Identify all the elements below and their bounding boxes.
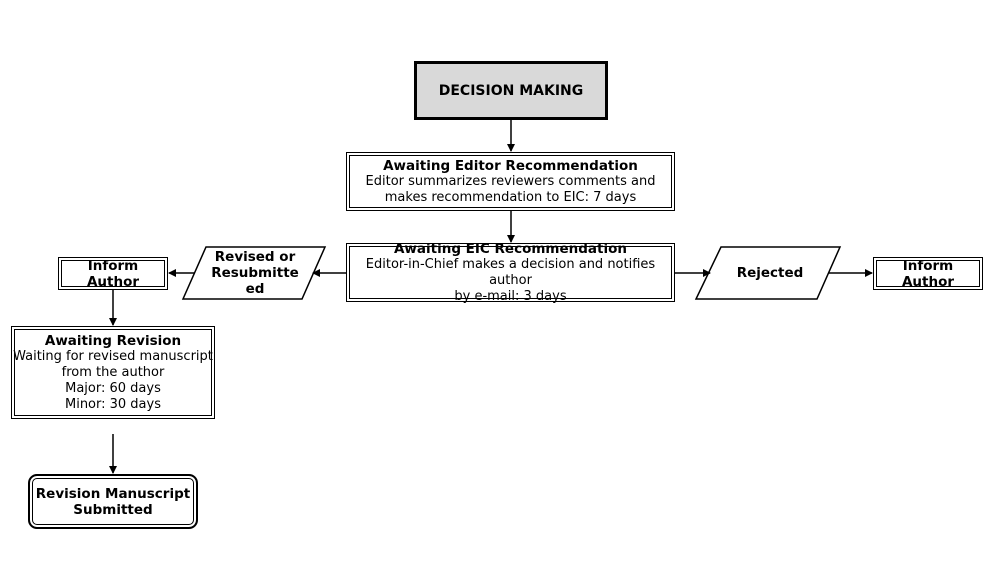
revised-line1: Revised or: [214, 249, 296, 265]
revised-line3: ed: [245, 281, 265, 297]
inform-author-left-box: Inform Author: [58, 257, 168, 290]
editor-box-line1: Editor summarizes reviewers comments and: [365, 173, 656, 189]
rejected-label: Rejected: [715, 248, 825, 298]
revised-or-resubmitted-label: Revised or Resubmitte ed: [200, 248, 310, 298]
revision-box-line2: from the author: [61, 364, 165, 380]
awaiting-editor-recommendation-box: Awaiting Editor Recommendation Editor su…: [346, 152, 675, 211]
revision-box-line3: Major: 60 days: [65, 380, 161, 396]
submitted-line2: Submitted: [73, 501, 153, 518]
awaiting-revision-box: Awaiting Revision Waiting for revised ma…: [11, 326, 215, 419]
revised-parallelogram: [181, 246, 327, 300]
eic-box-line1: Editor-in-Chief makes a decision and not…: [365, 256, 656, 288]
revision-box-line4: Minor: 30 days: [64, 396, 161, 412]
diagram-title: DECISION MAKING: [438, 82, 584, 99]
rejected-text: Rejected: [736, 265, 804, 281]
revision-manuscript-submitted-box: Revision Manuscript Submitted: [28, 474, 198, 529]
inform-right-line1: Inform: [902, 257, 954, 274]
rejected-parallelogram: [694, 246, 842, 300]
inform-left-line1: Inform: [87, 257, 139, 274]
editor-box-line2: makes recommendation to EIC: 7 days: [384, 189, 637, 205]
revision-box-heading: Awaiting Revision: [44, 332, 182, 349]
inform-right-line2: Author: [901, 273, 955, 290]
inform-author-right-box: Inform Author: [873, 257, 983, 290]
decision-making-title-box: DECISION MAKING: [414, 61, 608, 120]
editor-box-heading: Awaiting Editor Recommendation: [383, 157, 638, 174]
eic-box-heading: Awaiting EIC Recommendation: [393, 240, 628, 257]
revised-line2: Resubmitte: [211, 265, 299, 281]
submitted-line1: Revision Manuscript: [35, 485, 191, 502]
awaiting-eic-recommendation-box: Awaiting EIC Recommendation Editor-in-Ch…: [346, 240, 675, 304]
revision-box-line1: Waiting for revised manuscript: [13, 348, 213, 364]
inform-left-line2: Author: [86, 273, 140, 290]
eic-box-line2: by e-mail: 3 days: [454, 288, 567, 304]
